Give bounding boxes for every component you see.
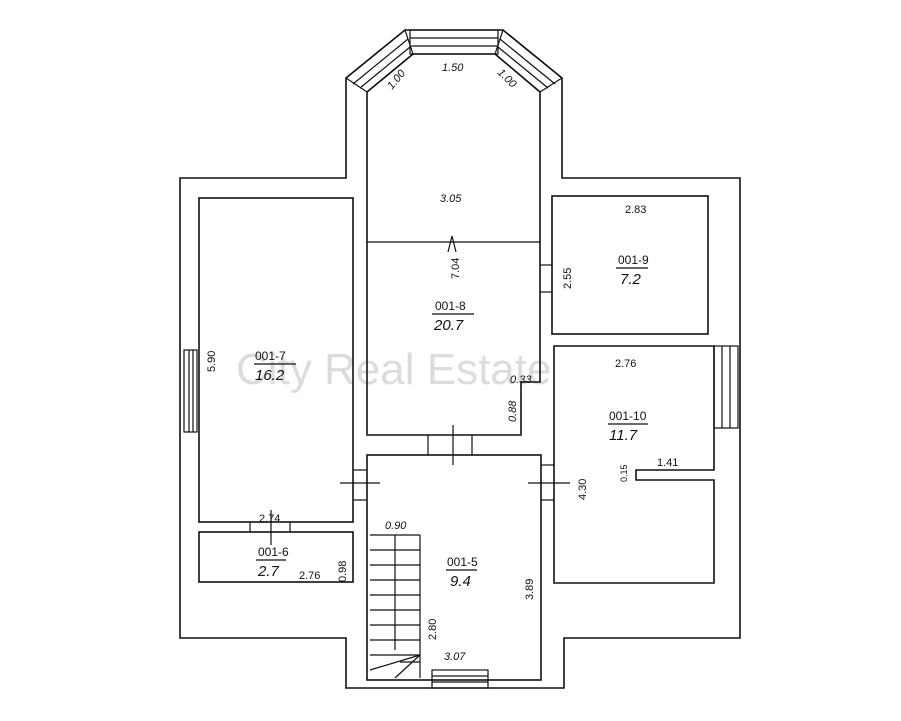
svg-text:001-8: 001-8 bbox=[435, 299, 466, 313]
staircase bbox=[369, 534, 421, 679]
svg-text:0.98: 0.98 bbox=[337, 561, 349, 582]
svg-text:3.89: 3.89 bbox=[524, 579, 536, 600]
svg-text:1.00: 1.00 bbox=[385, 67, 409, 92]
svg-text:0.88: 0.88 bbox=[507, 400, 519, 422]
room-001-5 bbox=[366, 454, 542, 681]
room-label-001-7: 001-7 16.2 bbox=[254, 349, 296, 384]
svg-text:2.74: 2.74 bbox=[259, 513, 280, 525]
svg-text:3.07: 3.07 bbox=[444, 651, 466, 663]
room-001-10 bbox=[553, 345, 715, 584]
svg-text:3.05: 3.05 bbox=[440, 193, 462, 205]
room-label-001-5: 001-5 9.4 bbox=[446, 555, 478, 590]
svg-text:001-5: 001-5 bbox=[447, 555, 478, 569]
room-label-001-9: 001-9 7.2 bbox=[616, 253, 649, 288]
svg-text:2.76: 2.76 bbox=[299, 570, 320, 582]
svg-text:7.2: 7.2 bbox=[620, 271, 642, 288]
svg-text:001-9: 001-9 bbox=[618, 253, 649, 267]
svg-text:2.76: 2.76 bbox=[615, 358, 636, 370]
doors bbox=[249, 264, 570, 545]
svg-text:7.04: 7.04 bbox=[450, 258, 462, 279]
svg-text:0.33: 0.33 bbox=[510, 374, 532, 386]
svg-text:001-7: 001-7 bbox=[255, 349, 286, 363]
room-label-001-6: 001-6 2.7 bbox=[256, 545, 289, 580]
svg-text:001-10: 001-10 bbox=[609, 409, 647, 423]
svg-text:16.2: 16.2 bbox=[255, 367, 285, 384]
room-label-001-8: 001-8 20.7 bbox=[432, 299, 474, 334]
svg-text:001-6: 001-6 bbox=[258, 545, 289, 559]
svg-text:2.55: 2.55 bbox=[562, 268, 574, 289]
windows bbox=[183, 28, 739, 689]
svg-text:0.15: 0.15 bbox=[619, 464, 629, 482]
svg-text:20.7: 20.7 bbox=[433, 317, 464, 334]
svg-text:11.7: 11.7 bbox=[609, 427, 638, 444]
svg-text:4.30: 4.30 bbox=[577, 479, 589, 500]
svg-text:1.50: 1.50 bbox=[442, 62, 464, 74]
svg-text:5.90: 5.90 bbox=[206, 351, 218, 372]
room-label-001-10: 001-10 11.7 bbox=[608, 409, 648, 444]
svg-text:2.83: 2.83 bbox=[625, 204, 646, 216]
svg-text:9.4: 9.4 bbox=[450, 573, 471, 590]
svg-text:2.7: 2.7 bbox=[257, 563, 280, 580]
svg-text:1.41: 1.41 bbox=[657, 457, 678, 469]
dimension-labels: 1.00 1.50 1.00 3.05 7.04 0.33 0.88 2.83 … bbox=[206, 62, 678, 663]
room-001-7 bbox=[198, 197, 354, 523]
room-001-6 bbox=[198, 531, 354, 583]
svg-text:2.80: 2.80 bbox=[427, 619, 439, 640]
svg-text:0.90: 0.90 bbox=[385, 520, 407, 532]
arrow-icon bbox=[447, 235, 457, 253]
watermark: City Real Estate bbox=[236, 345, 551, 394]
